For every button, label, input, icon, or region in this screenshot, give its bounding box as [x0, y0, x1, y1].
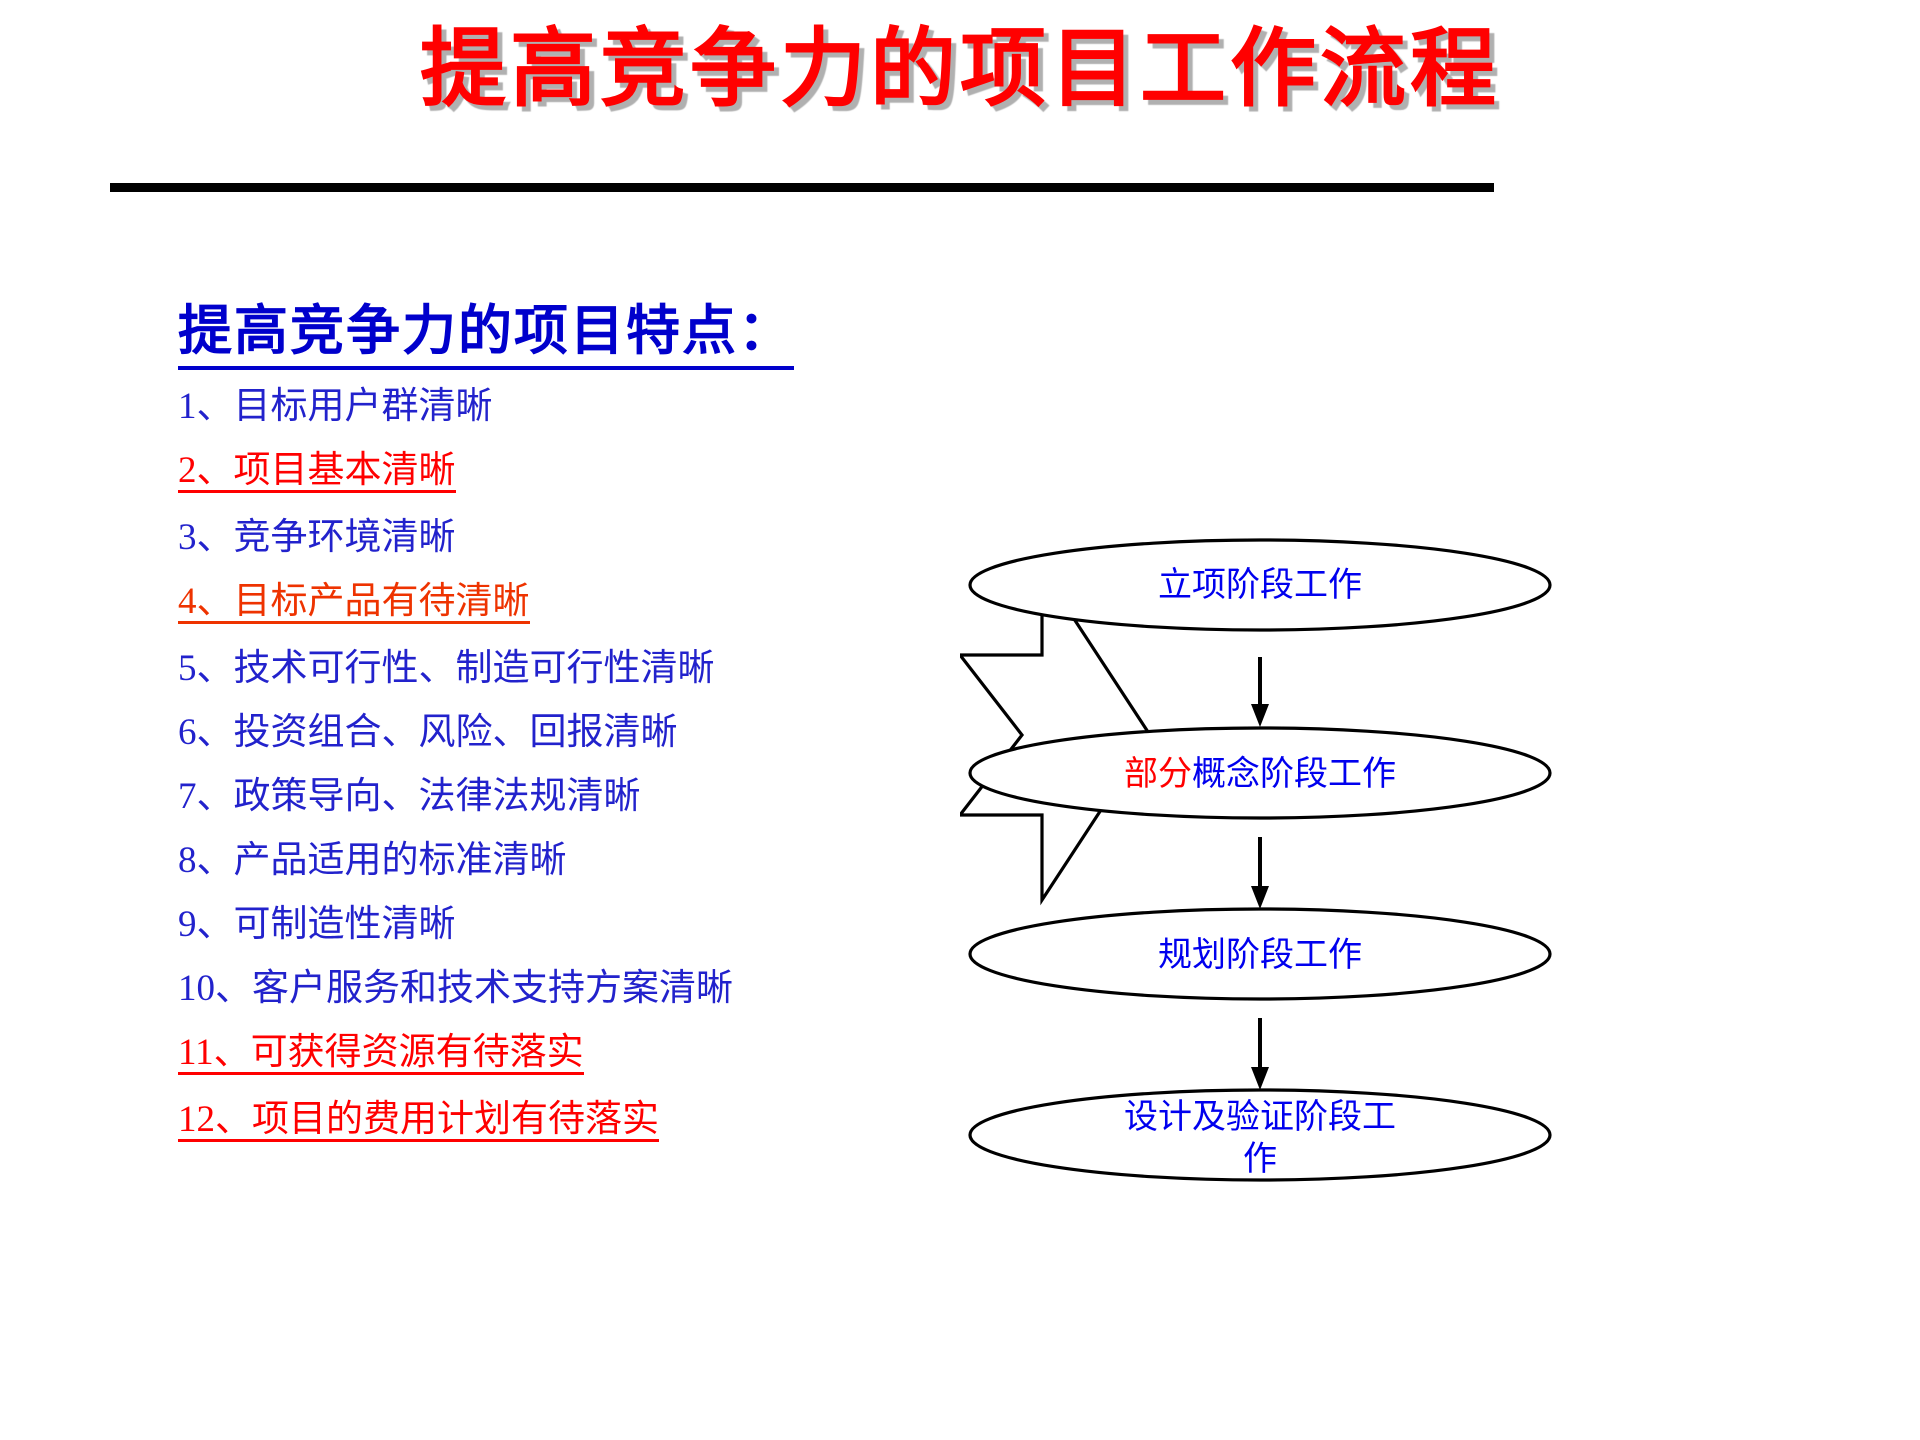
stage-3-ellipse	[968, 907, 1552, 1001]
feature-item-number: 8、	[178, 839, 234, 881]
feature-item-number: 10、	[178, 967, 252, 1009]
title-divider-rule	[110, 183, 1494, 192]
feature-item-number: 12、	[178, 1098, 252, 1140]
feature-item-number: 3、	[178, 516, 234, 558]
page-title: 提高竞争力的项目工作流程	[420, 21, 1500, 117]
feature-item: 4、目标产品有待清晰	[178, 583, 898, 624]
feature-item: 3、竞争环境清晰	[178, 519, 898, 557]
feature-item-inner: 4、目标产品有待清晰	[178, 583, 530, 624]
process-flow-diagram: 立项阶段工作 部分概念阶段工作 规划阶段工作 设计及验证阶段工 作	[960, 470, 1880, 1280]
feature-item-inner: 7、政策导向、法律法规清晰	[178, 778, 641, 816]
stage-node-2[interactable]: 部分概念阶段工作	[968, 726, 1552, 820]
feature-item-text: 目标用户群清晰	[233, 385, 493, 427]
feature-item-text: 项目的费用计划有待落实	[252, 1098, 659, 1140]
feature-item-inner: 6、投资组合、风险、回报清晰	[178, 714, 678, 752]
feature-item-inner: 3、竞争环境清晰	[178, 519, 456, 557]
feature-item-number: 7、	[178, 775, 234, 817]
stage-node-4[interactable]: 设计及验证阶段工 作	[968, 1088, 1552, 1182]
feature-item-inner: 11、可获得资源有待落实	[178, 1034, 584, 1075]
feature-item: 9、可制造性清晰	[178, 906, 898, 944]
feature-item-number: 6、	[178, 711, 234, 753]
stage-2-label-main: 概念阶段工作	[1192, 755, 1396, 793]
feature-item-text: 目标产品有待清晰	[233, 580, 530, 622]
feature-item: 5、技术可行性、制造可行性清晰	[178, 650, 898, 688]
feature-item-text: 技术可行性、制造可行性清晰	[233, 647, 715, 689]
stage-2-label-prefix: 部分	[1124, 755, 1192, 793]
feature-item-text: 产品适用的标准清晰	[233, 839, 567, 881]
stage-4-ellipse	[968, 1088, 1552, 1182]
feature-item-text: 竞争环境清晰	[233, 516, 456, 558]
feature-item-inner: 12、项目的费用计划有待落实	[178, 1101, 659, 1142]
feature-list: 1、目标用户群清晰 2、项目基本清晰 3、竞争环境清晰 4、目标产品有待清晰 5、技术可…	[178, 388, 898, 1142]
feature-item: 1、目标用户群清晰	[178, 388, 898, 426]
feature-item: 6、投资组合、风险、回报清晰	[178, 714, 898, 752]
feature-item-inner: 9、可制造性清晰	[178, 906, 456, 944]
feature-item-number: 4、	[178, 580, 234, 622]
stage-2-label: 部分概念阶段工作	[1124, 755, 1396, 793]
feature-item-text: 政策导向、法律法规清晰	[233, 775, 641, 817]
stage-1-label: 立项阶段工作	[1158, 566, 1362, 604]
stage-node-3[interactable]: 规划阶段工作	[968, 907, 1552, 1001]
feature-item: 7、政策导向、法律法规清晰	[178, 778, 898, 816]
feature-item: 11、可获得资源有待落实	[178, 1034, 898, 1075]
connector-arrows	[1251, 657, 1269, 1090]
feature-item-number: 5、	[178, 647, 234, 689]
feature-item-text: 客户服务和技术支持方案清晰	[252, 967, 733, 1009]
feature-item: 2、项目基本清晰	[178, 452, 898, 493]
feature-item: 8、产品适用的标准清晰	[178, 842, 898, 880]
feature-item-inner: 5、技术可行性、制造可行性清晰	[178, 650, 715, 688]
feature-item-number: 2、	[178, 449, 234, 491]
feature-item-text: 可制造性清晰	[233, 903, 456, 945]
feature-item-inner: 1、目标用户群清晰	[178, 388, 493, 426]
feature-item-number: 1、	[178, 385, 234, 427]
stage-2-ellipse	[968, 726, 1552, 820]
stage-3-label: 规划阶段工作	[1158, 936, 1362, 974]
feature-item: 12、项目的费用计划有待落实	[178, 1101, 898, 1142]
stage-1-ellipse	[968, 538, 1552, 632]
feature-item-number: 11、	[178, 1031, 251, 1073]
feature-item-inner: 2、项目基本清晰	[178, 452, 456, 493]
feature-item-text: 投资组合、风险、回报清晰	[233, 711, 678, 753]
stage-4-label-line2: 作	[1243, 1141, 1277, 1178]
feature-item: 10、客户服务和技术支持方案清晰	[178, 970, 898, 1008]
feature-item-text: 项目基本清晰	[233, 449, 456, 491]
feature-item-inner: 8、产品适用的标准清晰	[178, 842, 567, 880]
feature-item-inner: 10、客户服务和技术支持方案清晰	[178, 970, 733, 1008]
section-heading-wrap: 提高竞争力的项目特点：	[178, 300, 898, 370]
feature-item-number: 9、	[178, 903, 234, 945]
stage-node-1[interactable]: 立项阶段工作	[968, 538, 1552, 632]
stage-4-label-line1: 设计及验证阶段工	[1124, 1098, 1396, 1136]
section-heading: 提高竞争力的项目特点：	[178, 300, 794, 370]
feature-item-text: 可获得资源有待落实	[250, 1031, 584, 1073]
